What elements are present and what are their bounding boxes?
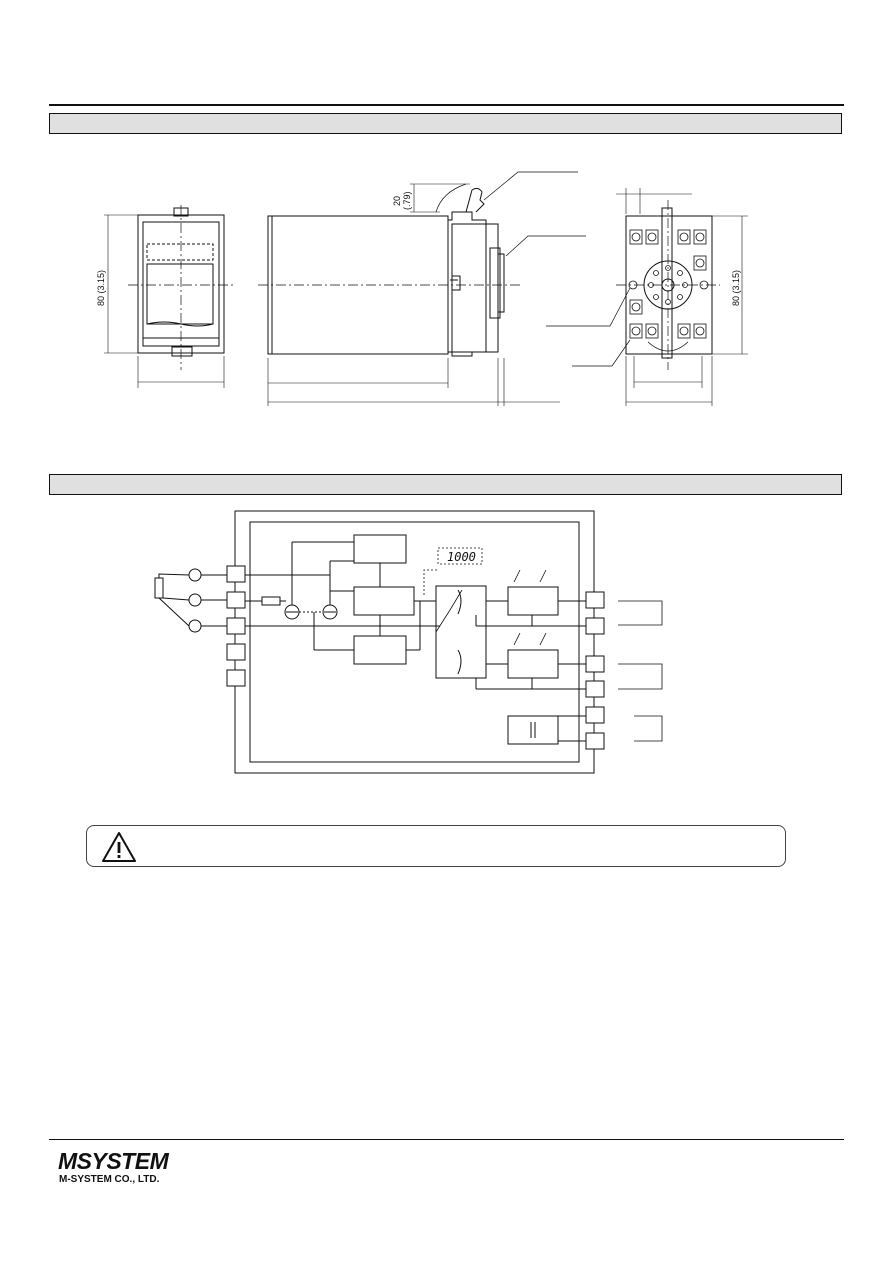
rail-dimension-mm: 20: [392, 196, 402, 206]
front-view-drawing: [104, 205, 236, 388]
warning-triangle-icon: [102, 832, 136, 862]
front-height-label: 80 (3.15): [96, 270, 106, 306]
rail-dimension-in: (.79): [402, 191, 412, 210]
warning-notice: [86, 825, 786, 867]
socket-view-drawing: [546, 188, 748, 406]
display-readout: 1000: [447, 550, 476, 564]
brand-logo: MSYSTEM: [58, 1148, 169, 1174]
company-name: M-SYSTEM CO., LTD.: [59, 1174, 160, 1185]
block-diagram: [154, 510, 663, 774]
section-bar-dimensions: [49, 113, 842, 134]
socket-height-label: 80 (3.15): [731, 270, 741, 306]
section-bar-block-diagram: [49, 474, 842, 495]
footer-rule: [49, 1139, 844, 1140]
header-rule: [49, 104, 844, 106]
side-view-drawing: [258, 171, 586, 406]
